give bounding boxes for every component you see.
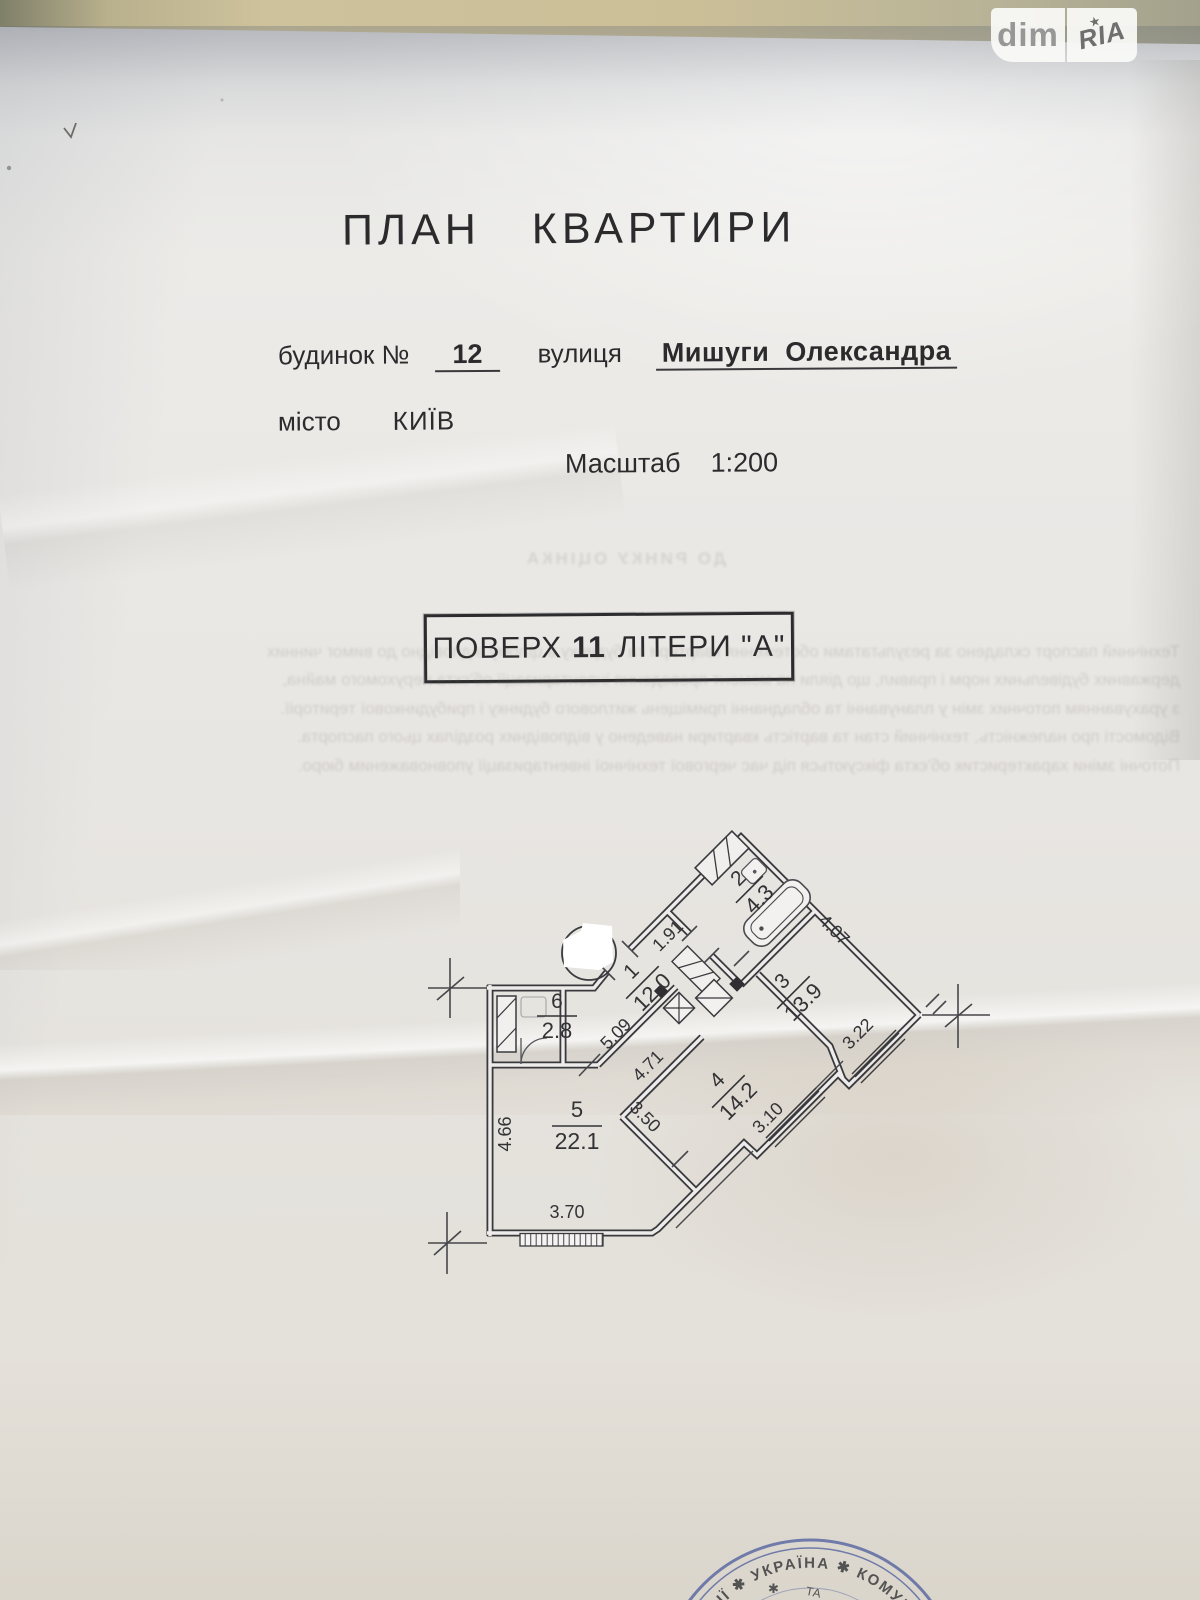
watermark-dim-label: dim (997, 16, 1059, 53)
paper-shading (1130, 60, 1200, 760)
door-arc (520, 1037, 548, 1065)
watermark-ria-box: ★ RIA (1067, 8, 1137, 62)
svg-text:22.1: 22.1 (555, 1128, 600, 1154)
redaction-circle (561, 923, 617, 981)
window-hatches (519, 1029, 906, 1247)
paper-crease (0, 975, 1200, 1115)
stamp-inner-left: ✱ (768, 1581, 779, 1596)
washbasin-icon (740, 857, 768, 885)
room-label-5: 5 22.1 (552, 1097, 602, 1154)
room-label-3: 3 13.9 (770, 969, 827, 1026)
official-stamp: ЦІЇ ✱ УКРАЇНА ✱ КОМУН ✱ ТА (688, 1538, 932, 1600)
vent-shaft-top (693, 829, 751, 887)
vent-shaft-room6 (496, 995, 547, 1053)
paper-crease (0, 840, 460, 970)
svg-text:6: 6 (551, 990, 563, 1013)
watermark-dim-box: dim (991, 8, 1065, 62)
window-310 (765, 1087, 826, 1148)
watermark: dim ★ RIA (991, 8, 1137, 62)
svg-text:4: 4 (705, 1068, 730, 1093)
paper-specks (6, 98, 224, 171)
room-label-6: 6 2.8 (537, 990, 577, 1043)
stamp-inner-right: ТА (805, 1584, 823, 1600)
dim-5-09: 5.09 (596, 1014, 635, 1053)
dim-3-22: 3.22 (838, 1014, 877, 1053)
dim-4-66: 4.66 (495, 1116, 515, 1151)
dim-3-70: 3.70 (549, 1202, 584, 1222)
window-322 (851, 1029, 906, 1084)
svg-text:5: 5 (571, 1097, 583, 1122)
bathtub-icon (742, 878, 812, 948)
window-370 (519, 1232, 604, 1247)
paper-shading (0, 1340, 1200, 1600)
svg-text:1: 1 (619, 959, 644, 984)
paper-shading (520, 1030, 1200, 1450)
room-label-4: 4 14.2 (705, 1068, 762, 1125)
svg-text:2.8: 2.8 (542, 1018, 573, 1043)
